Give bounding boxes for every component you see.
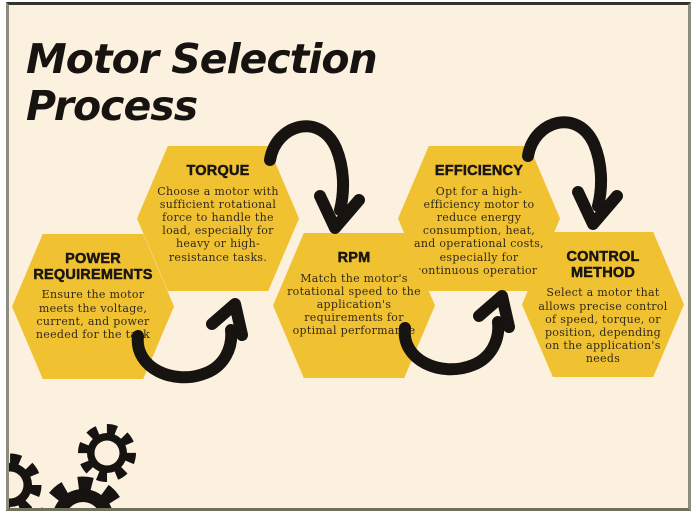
step-heading: TORQUE xyxy=(186,163,250,179)
step-body: Choose a motor with sufficient rotationa… xyxy=(157,184,279,264)
curved-arrow-up-icon xyxy=(398,290,515,376)
page-title-line-1: Motor Selection xyxy=(26,35,378,84)
page-title-line-2: Process xyxy=(26,81,198,130)
gear-cluster-icon xyxy=(9,424,136,508)
step-heading: CONTROL METHOD xyxy=(566,249,640,281)
step-heading: RPM xyxy=(337,250,371,266)
step-heading: EFFICIENCY xyxy=(434,163,524,179)
hex-torque: TORQUE Choose a motor with sufficient ro… xyxy=(137,146,299,291)
step-body: Match the motor's rotational speed to th… xyxy=(287,271,421,338)
step-heading: POWER REQUIREMENTS xyxy=(33,251,153,283)
page-title: Motor Selection Process xyxy=(26,36,546,129)
gear-icon xyxy=(41,476,125,508)
curved-arrow-down-icon xyxy=(264,120,365,234)
step-body: Select a motor that allows precise contr… xyxy=(538,286,668,366)
curved-arrow-down-icon xyxy=(522,116,623,230)
gear-icon xyxy=(9,453,42,508)
step-body: Ensure the motor meets the voltage, curr… xyxy=(35,288,151,341)
curved-arrow-up-icon xyxy=(131,298,248,384)
hex-control-method: CONTROL METHOD Select a motor that allow… xyxy=(522,232,684,377)
step-body: Opt for a high-efficiency motor to reduc… xyxy=(414,184,544,277)
gear-icon xyxy=(78,424,136,482)
infographic-canvas: Motor Selection Process POWER REQUIREMEN… xyxy=(6,2,691,511)
hex-efficiency: EFFICIENCY Opt for a high-efficiency mot… xyxy=(398,146,560,291)
hex-power-requirements: POWER REQUIREMENTS Ensure the motor meet… xyxy=(12,234,174,379)
